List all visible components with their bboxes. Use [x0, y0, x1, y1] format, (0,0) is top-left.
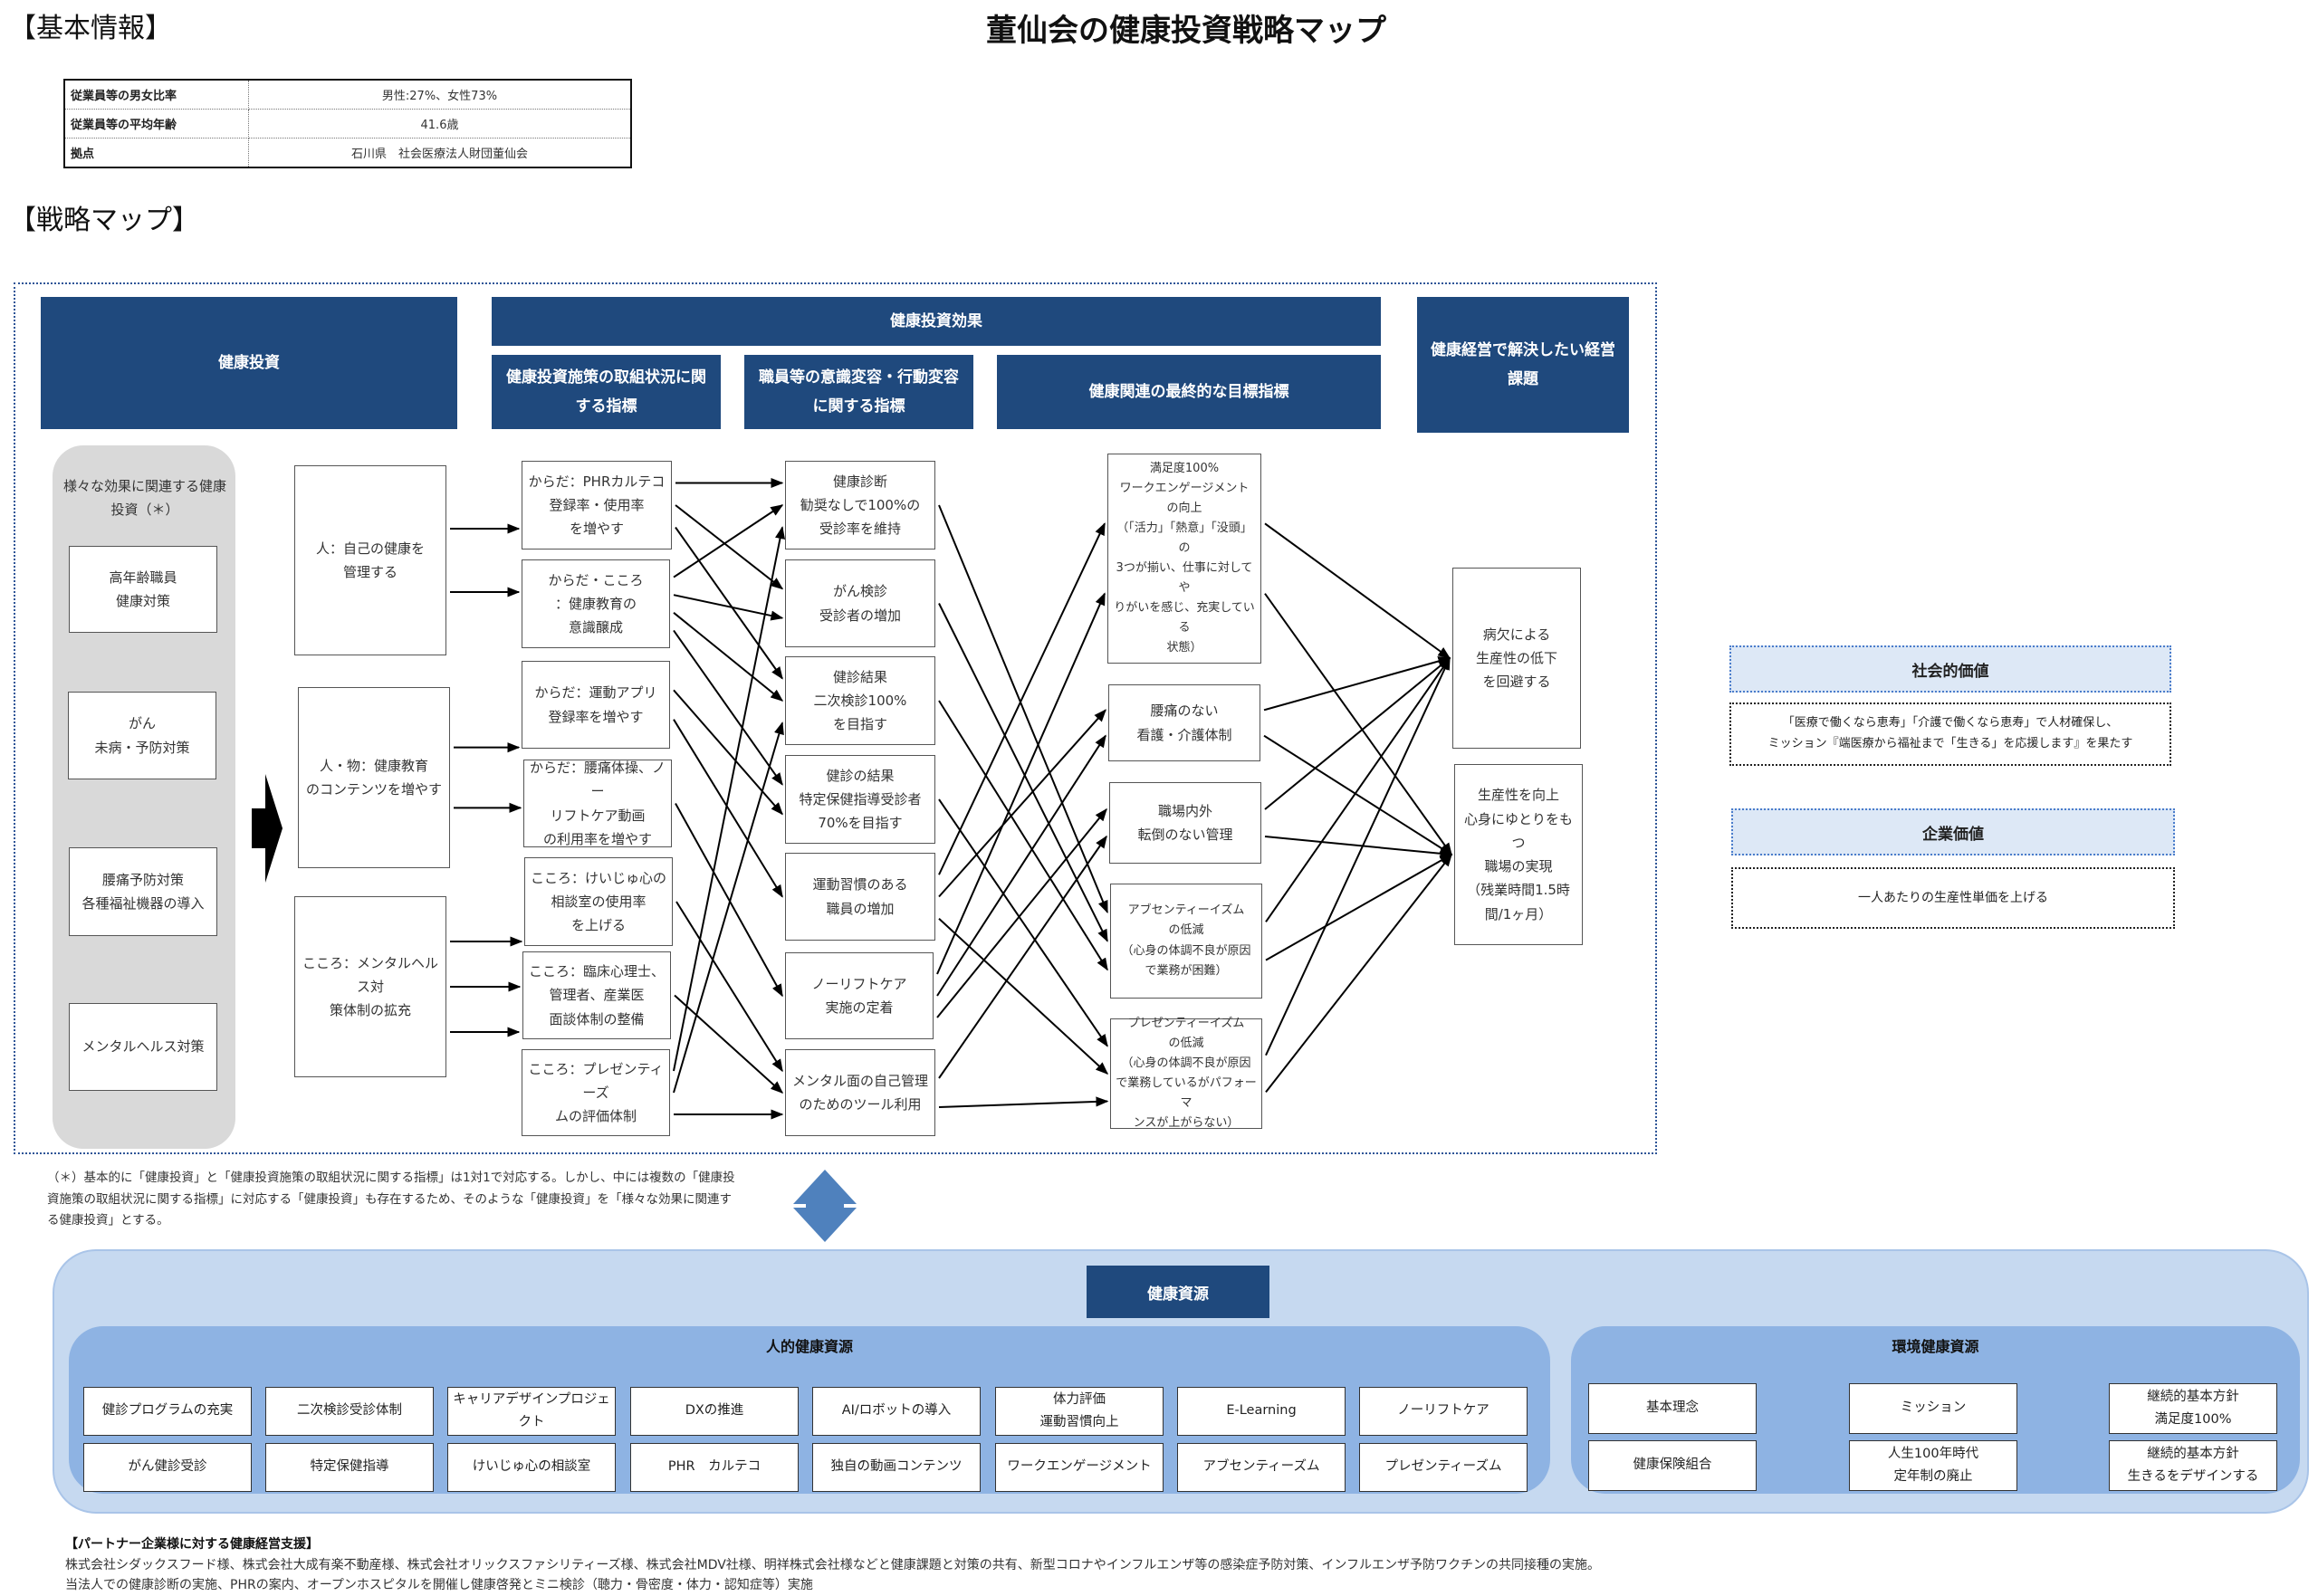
environment-resource-item: 人生100年時代 定年制の廃止	[1849, 1440, 2017, 1491]
behavior-indicator-box: 健診の結果 特定保健指導受診者 70%を目指す	[785, 755, 935, 844]
page-title: 董仙会の健康投資戦略マップ	[986, 13, 1386, 49]
human-resource-item: 健診プログラムの充実	[83, 1387, 252, 1436]
info-row-gender-ratio: 従業員等の男女比率 男性:27%、女性73%	[64, 80, 631, 110]
social-value-header: 社会的価値	[1729, 645, 2171, 693]
investment-box: こころ：メンタルヘルス対 策体制の拡充	[294, 896, 446, 1077]
human-resource-item: アブセンティーズム	[1177, 1443, 1346, 1492]
behavior-indicator-box: メンタル面の自己管理 のためのツール利用	[785, 1049, 935, 1136]
final-indicator-box: 腰痛のない 看護・介護体制	[1108, 684, 1260, 761]
measure-indicator-box: こころ：臨床心理士、 管理者、産業医 面談体制の整備	[522, 951, 671, 1039]
management-issue-box: 生産性を向上 心身にゆとりをもつ 職場の実現 （残業時間1.5時 間/1ヶ月）	[1454, 764, 1583, 945]
measure-indicator-box: こころ：プレゼンティーズ ムの評価体制	[522, 1049, 670, 1136]
big-right-arrow-icon	[252, 774, 283, 883]
final-indicator-box: プレゼンティーイズム の低減 （心身の体調不良が原因 で業務しているがパフォーマ…	[1110, 1017, 1262, 1130]
human-resource-item: 特定保健指導	[265, 1443, 434, 1492]
human-resource-item: キャリアデザインプロジェクト	[447, 1387, 616, 1436]
human-resource-item: DXの推進	[630, 1387, 799, 1436]
corporate-value-text: 一人あたりの生産性単価を上げる	[1731, 867, 2175, 929]
environment-resource-item: 基本理念	[1588, 1383, 1757, 1434]
header-investment: 健康投資	[41, 297, 457, 429]
info-value: 男性:27%、女性73%	[248, 80, 631, 110]
basic-info-table: 従業員等の男女比率 男性:27%、女性73% 従業員等の平均年齢 41.6歳 拠…	[63, 79, 632, 168]
behavior-indicator-box: 運動習慣のある 職員の増加	[785, 853, 935, 941]
footnote: （＊）基本的に「健康投資」と「健康投資施策の取組状況に関する指標」は1対1で対応…	[47, 1171, 735, 1228]
human-resource-item: ノーリフトケア	[1359, 1387, 1528, 1436]
header-behavior-indicators: 職員等の意識変容・行動変容に関する指標	[744, 355, 973, 429]
human-resource-item: 体力評価 運動習慣向上	[995, 1387, 1164, 1436]
environment-resource-item: 継続的基本方針 満足度100%	[2109, 1383, 2277, 1434]
environment-resources-title: 環境健康資源	[1892, 1338, 1979, 1355]
measure-indicator-box: からだ・こころ ：健康教育の 意識醸成	[522, 559, 670, 648]
info-value: 石川県 社会医療法人財団董仙会	[350, 148, 528, 161]
bidirectional-arrow-icon	[793, 1170, 857, 1242]
section-map-heading: 【戦略マップ】	[9, 205, 199, 236]
behavior-indicator-box: 健康診断 勧奨なしで100%の 受診率を維持	[785, 461, 935, 550]
info-row-location: 拠点 石川県 社会医療法人財団董仙会	[64, 138, 631, 167]
measure-indicator-box: からだ：PHRカルテコ 登録率・使用率 を増やす	[522, 461, 672, 550]
human-resource-item: 独自の動画コンテンツ	[812, 1443, 981, 1492]
human-resource-item: ワークエンゲージメント	[995, 1443, 1164, 1492]
investment-box: 人：自己の健康を 管理する	[294, 465, 446, 655]
social-value-text: 「医療で働くなら恵寿」「介護で働くなら恵寿」で人材確保し、 ミッション『端医療か…	[1729, 702, 2171, 766]
human-resource-item: 二次検診受診体制	[265, 1387, 434, 1436]
final-indicator-box: 職場内外 転倒のない管理	[1109, 782, 1261, 864]
partner-support-line: 株式会社シダックスフード様、株式会社大成有楽不動産様、株式会社オリックスファシリ…	[65, 1557, 1600, 1572]
header-final-indicators: 健康関連の最終的な目標指標	[997, 355, 1381, 429]
various-investment-item: がん 未病・予防対策	[68, 692, 216, 779]
measure-indicator-box: からだ：運動アプリ 登録率を増やす	[522, 661, 670, 749]
behavior-indicator-box: 健診結果 二次検診100% を目指す	[785, 656, 935, 745]
various-investment-item: メンタルヘルス対策	[69, 1003, 217, 1091]
info-label: 従業員等の男女比率	[64, 80, 249, 110]
environment-resource-item: ミッション	[1849, 1383, 2017, 1434]
info-label: 拠点	[64, 138, 249, 167]
header-effect: 健康投資効果	[492, 297, 1381, 346]
strategy-map-frame	[14, 282, 1657, 1154]
human-resource-item: AI/ロボットの導入	[812, 1387, 981, 1436]
human-resources-title: 人的健康資源	[765, 1338, 853, 1355]
partner-support-title: 【パートナー企業様に対する健康経営支援】	[65, 1537, 319, 1552]
section-basic-info-heading: 【基本情報】	[9, 13, 172, 44]
header-measure-indicators: 健康投資施策の取組状況に関する指標	[492, 355, 721, 429]
info-label: 従業員等の平均年齢	[64, 109, 249, 139]
environment-resource-item: 継続的基本方針 生きるをデザインする	[2109, 1440, 2277, 1491]
environment-resource-item: 健康保険組合	[1588, 1440, 1757, 1491]
partner-support-line: 当法人での健康診断の実施、PHRの案内、オープンホスピタルを開催し健康啓発とミニ…	[65, 1578, 813, 1593]
health-resources-title: 健康資源	[1087, 1266, 1269, 1318]
final-indicator-box: 満足度100% ワークエンゲージメント の向上 （「活力」「熱意」「没頭」の 3…	[1107, 454, 1261, 664]
various-investment-item: 腰痛予防対策 各種福祉機器の導入	[69, 847, 217, 936]
corporate-value-header: 企業価値	[1731, 808, 2175, 855]
measure-indicator-box: からだ：腰痛体操、ノー リフトケア動画 の利用率を増やす	[523, 760, 672, 847]
behavior-indicator-box: がん検診 受診者の増加	[785, 559, 935, 647]
human-resource-item: けいじゅ心の相談室	[447, 1443, 616, 1492]
info-row-average-age: 従業員等の平均年齢 41.6歳	[64, 109, 631, 139]
final-indicator-box: アブセンティーイズム の低減 （心身の体調不良が原因 で業務が困難）	[1110, 884, 1262, 999]
human-resource-item: PHR カルテコ	[630, 1443, 799, 1492]
investment-box: 人・物：健康教育 のコンテンツを増やす	[298, 687, 450, 868]
various-investments-title: 様々な効果に関連する健康投資（＊）	[63, 478, 227, 518]
management-issue-box: 病欠による 生産性の低下 を回避する	[1452, 568, 1581, 749]
various-investment-item: 高年齢職員 健康対策	[69, 546, 217, 633]
human-resource-item: E-Learning	[1177, 1387, 1346, 1436]
human-resource-item: がん健診受診	[83, 1443, 252, 1492]
info-value: 41.6歳	[248, 109, 631, 139]
measure-indicator-box: こころ：けいじゅ心の 相談室の使用率 を上げる	[524, 857, 673, 946]
header-management-issues: 健康経営で解決したい経営課題	[1417, 297, 1629, 433]
behavior-indicator-box: ノーリフトケア 実施の定着	[785, 952, 934, 1039]
human-resource-item: プレゼンティーズム	[1359, 1443, 1528, 1492]
